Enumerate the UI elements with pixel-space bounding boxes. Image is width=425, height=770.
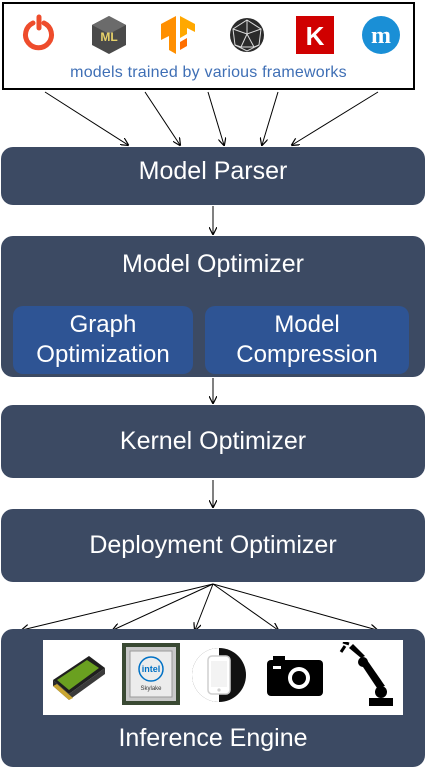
kernel-optimizer-title: Kernel Optimizer	[119, 427, 307, 455]
model-compression-line1: Model	[274, 311, 340, 338]
intel-sub-label: Skylake	[140, 686, 162, 692]
coreml-icon: ML	[92, 16, 126, 54]
inference-engine-block: intel Skylake Inference Eng	[1, 629, 425, 767]
mxnet-letter: m	[371, 23, 391, 49]
camera-icon	[267, 656, 323, 696]
deployment-optimizer-block: Deployment Optimizer	[1, 509, 425, 582]
smartphone-icon	[192, 648, 246, 702]
graph-optimization-line1: Graph	[69, 311, 137, 338]
kernel-optimizer-block: Kernel Optimizer	[1, 405, 425, 478]
graph-optimization-line2: Optimization	[36, 341, 170, 368]
model-parser-title: Model Parser	[138, 157, 288, 185]
deployment-optimizer-title: Deployment Optimizer	[89, 531, 337, 559]
keras-icon: K	[296, 16, 334, 54]
intel-cpu-icon: intel Skylake	[122, 643, 180, 705]
keras-letter: K	[306, 21, 325, 51]
model-compression-line2: Compression	[236, 341, 378, 368]
frameworks-caption: models trained by various frameworks	[70, 64, 347, 81]
robot-arm-icon	[339, 642, 393, 706]
coreml-letters: ML	[100, 30, 117, 44]
model-parser-block: Model Parser	[1, 147, 425, 205]
model-compression-block: Model Compression	[205, 306, 409, 374]
gpu-card-icon	[53, 656, 105, 700]
model-optimizer-title: Model Optimizer	[122, 250, 304, 278]
pytorch-icon	[23, 14, 54, 51]
frameworks-box: ML K m models trained by various framewo…	[2, 2, 415, 90]
model-optimizer-block: Model Optimizer Graph Optimization Model…	[1, 236, 425, 377]
intel-label: intel	[142, 664, 161, 674]
tensorflow-icon	[161, 16, 195, 54]
inference-engine-title: Inference Engine	[118, 724, 308, 752]
mxnet-icon: m	[362, 16, 400, 54]
graph-optimization-block: Graph Optimization	[13, 306, 193, 374]
onnx-icon	[230, 18, 264, 52]
hardware-strip: intel Skylake	[43, 640, 403, 715]
